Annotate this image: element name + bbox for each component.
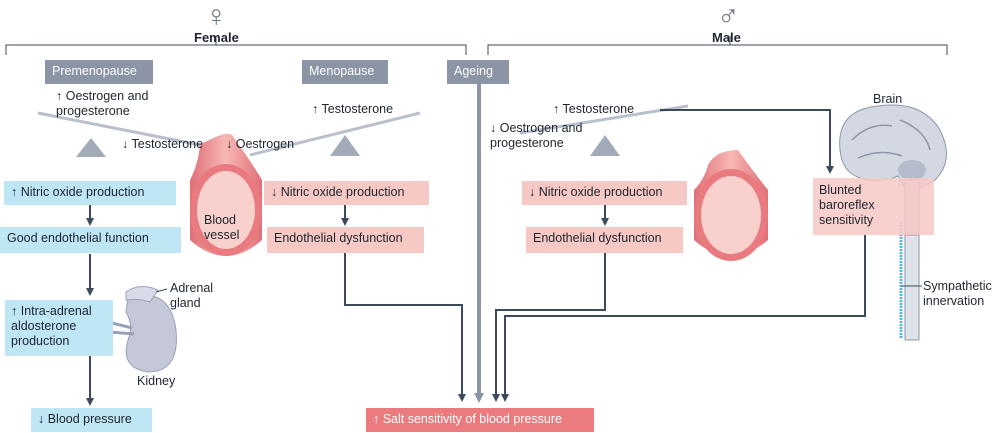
aldosterone-box: ↑ Intra-adrenal aldosterone production <box>5 300 113 356</box>
blood-vessel-female <box>190 133 262 256</box>
kidney-illustration <box>107 286 177 373</box>
female-symbol: ♀ <box>205 0 228 33</box>
menopause-endothelial-box: Endothelial dysfunction <box>267 227 424 253</box>
aldosterone-line-3: production <box>11 334 70 348</box>
male-testosterone-up: ↑ Testosterone <box>553 102 635 116</box>
baroreflex-box: Blunted baroreflex sensitivity <box>813 180 903 235</box>
sympathetic-label-1: Sympathetic <box>923 279 992 293</box>
female-title: Female <box>194 30 239 45</box>
premeno-oestrogen-up: ↑ Oestrogen and <box>56 89 149 103</box>
meno-testosterone-up: ↑ Testosterone <box>312 102 394 116</box>
male-nitric-oxide-box: ↓ Nitric oxide production <box>522 181 687 205</box>
adrenal-label-1: Adrenal <box>170 281 214 295</box>
male-oestrogen-down-2: progesterone <box>490 136 564 150</box>
menopause-stage: Menopause <box>302 60 388 84</box>
premenopause-stage: Premenopause <box>45 60 153 84</box>
male-title: Male <box>712 30 741 45</box>
male-bracket <box>487 36 948 55</box>
premeno-testosterone-down: ↓ Testosterone <box>122 137 204 151</box>
blood-vessel-male <box>694 150 768 261</box>
blood-vessel-label-2: vessel <box>204 228 240 242</box>
baroreflex-line-1: Blunted <box>819 183 862 197</box>
male-oestrogen-down: ↓ Oestrogen and <box>490 121 583 135</box>
male-endothelial-box: Endothelial dysfunction <box>526 227 683 253</box>
baroreflex-highlight <box>813 178 934 235</box>
premeno-oestrogen-up-2: progesterone <box>56 104 130 118</box>
aldosterone-line-2: aldosterone <box>11 319 77 333</box>
salt-sensitivity-box: ↑ Salt sensitivity of blood pressure <box>366 408 594 432</box>
male-symbol: ♂ <box>717 0 740 33</box>
menopause-arrows <box>341 205 466 402</box>
sympathetic-label-2: innervation <box>923 294 985 308</box>
brain-label: Brain <box>873 92 903 106</box>
aldosterone-line-1: ↑ Intra-adrenal <box>11 304 92 318</box>
baroreflex-line-2: baroreflex <box>819 198 875 212</box>
male-arrows <box>492 109 866 402</box>
female-bracket <box>5 36 467 55</box>
menopause-balance <box>249 111 421 157</box>
good-endothelial-box: Good endothelial function <box>0 227 181 253</box>
meno-oestrogen-down: ↓ Oestrogen <box>226 137 295 151</box>
kidney-label: Kidney <box>137 374 176 388</box>
adrenal-label-2: gland <box>170 296 201 310</box>
baroreflex-line-3: sensitivity <box>819 213 874 227</box>
menopause-nitric-oxide-box: ↓ Nitric oxide production <box>264 181 429 205</box>
blood-vessel-label-1: Blood <box>204 213 236 227</box>
blood-pressure-down-box: ↓ Blood pressure <box>31 408 152 432</box>
ageing-stage: Ageing <box>447 60 509 84</box>
nitric-oxide-up-box: ↑ Nitric oxide production <box>4 181 176 205</box>
premenopause-balance <box>37 111 206 157</box>
